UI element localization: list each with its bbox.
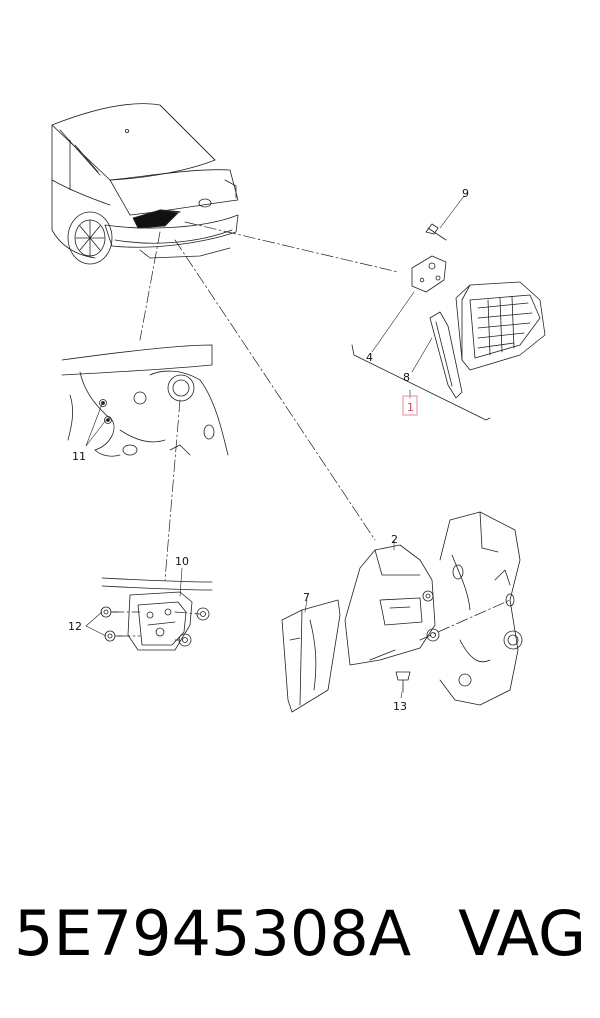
- callout-2: 2: [391, 533, 398, 546]
- callout-12: 12: [68, 620, 82, 633]
- callout-8: 8: [403, 371, 410, 384]
- part-number: 5E7945308A: [14, 897, 412, 970]
- inner-panel-view: [61, 344, 229, 457]
- callout-10: 10: [175, 555, 189, 568]
- callout-13: 13: [393, 700, 407, 713]
- body-structure: [439, 511, 523, 706]
- bracket-10: [100, 577, 213, 651]
- tail-lamp-assembly: [351, 223, 546, 421]
- car-illustration: [51, 103, 239, 265]
- mount-bracket-2: [344, 544, 440, 693]
- callout-1-highlight-box: [402, 395, 418, 416]
- trim-panel-7: [281, 599, 341, 713]
- exploded-parts-diagram: 9 4 8 1 11 2 10 7 12 13: [51, 103, 546, 713]
- callout-7: 7: [303, 591, 310, 604]
- callout-4: 4: [366, 351, 373, 364]
- callout-11: 11: [72, 450, 86, 463]
- brand-name: VAG: [458, 897, 586, 970]
- callout-1: 1: [407, 401, 414, 414]
- callout-9: 9: [462, 187, 469, 200]
